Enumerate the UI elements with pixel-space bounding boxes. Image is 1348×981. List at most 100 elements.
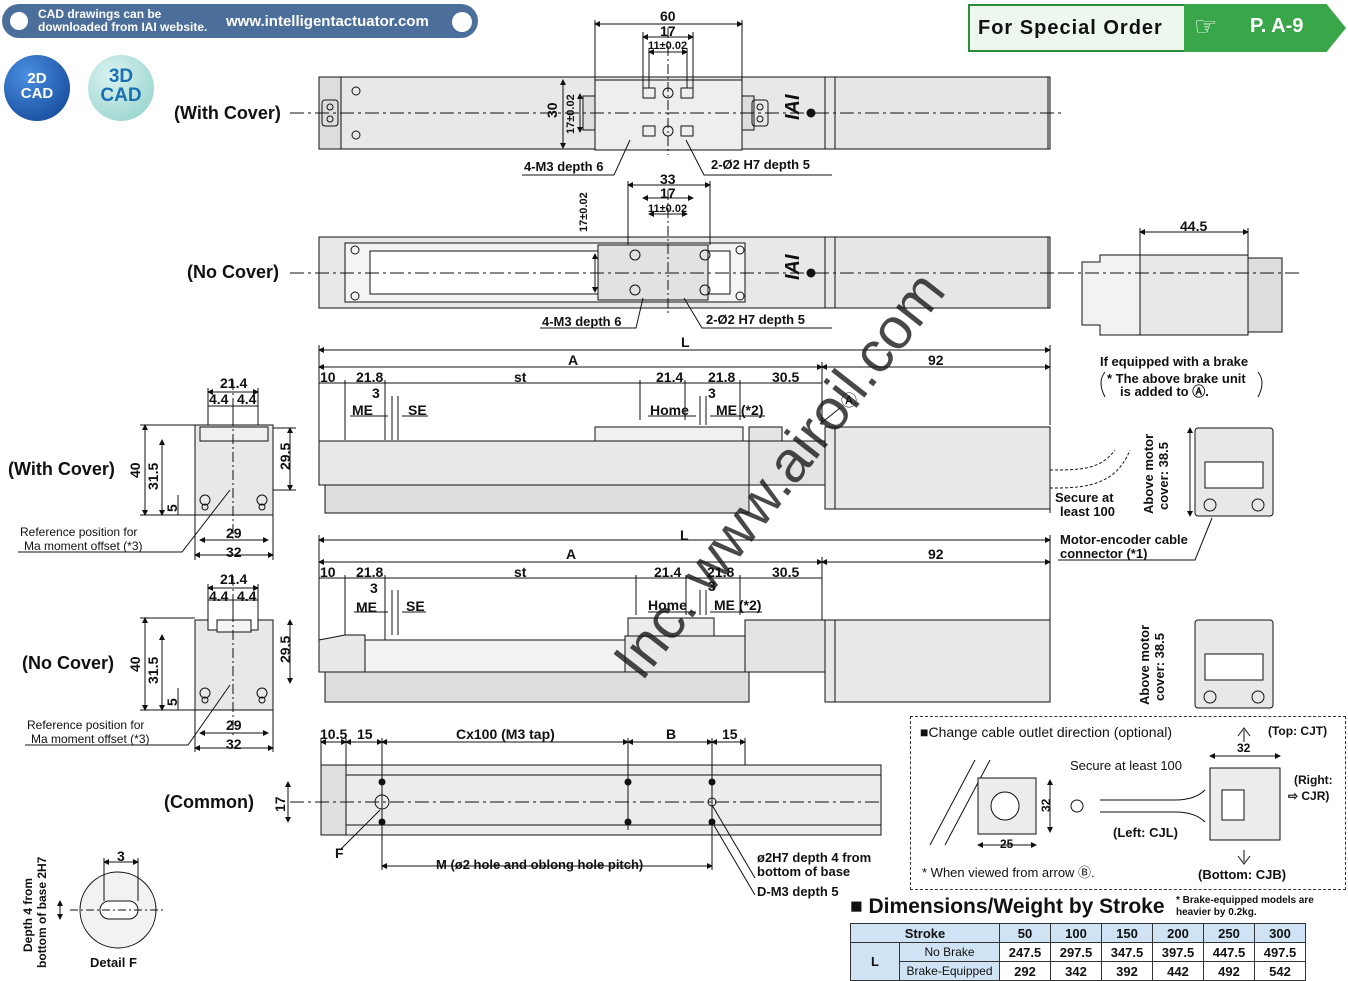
dim-4-4a-e2: 4.4	[209, 588, 229, 604]
dim-21-4-1: 21.4	[656, 369, 684, 385]
m-pitch-label: M (ø2 hole and oblong hole pitch)	[436, 857, 644, 872]
motor-end-view-2	[1194, 619, 1274, 709]
dim-L-2: L	[680, 527, 689, 543]
bottom-pin-1: ø2H7 depth 4 from	[757, 850, 872, 865]
ma-offset-2: Ma moment offset (*3)	[31, 732, 150, 746]
stroke-50: 50	[999, 923, 1051, 943]
detail-f-dim-3: 3	[117, 848, 125, 864]
stroke-300: 300	[1254, 923, 1306, 943]
se-1: SE	[408, 402, 427, 418]
brake-note-2: * The above brake unit	[1107, 371, 1246, 386]
dim-21-8b-2: 21.8	[707, 564, 735, 580]
cad-3d-button[interactable]: 3D CAD	[88, 55, 154, 121]
dim-10-2: 10	[320, 564, 336, 580]
dim-A-1: A	[568, 352, 579, 368]
banner-url[interactable]: www.intelligentactuator.com	[226, 13, 429, 30]
table-cell: 347.5	[1101, 942, 1153, 962]
dim-17-nc: 17	[660, 185, 676, 201]
dim-3b-2: 3	[708, 578, 716, 594]
detail-f-depth-1: Depth 4 from	[21, 877, 35, 952]
table-cell: 542	[1254, 961, 1306, 981]
banner-text: CAD drawings can be downloaded from IAI …	[38, 7, 208, 35]
me2-2: ME (*2)	[714, 597, 762, 613]
dim-21-4-e2: 21.4	[220, 571, 248, 587]
banner-right-dot	[452, 12, 472, 32]
cable-left: (Left: CJL)	[1113, 825, 1178, 840]
cable-right-1: (Right:	[1294, 773, 1333, 787]
special-order-ref: P. A-9	[1250, 15, 1304, 37]
ref-position-2: Reference position for	[27, 718, 145, 732]
dim-92-2: 92	[928, 546, 944, 562]
banner-text-line2: downloaded from IAI website.	[38, 20, 208, 35]
table-cell: 442	[1152, 961, 1204, 981]
cad-download-banner[interactable]: CAD drawings can be downloaded from IAI …	[2, 4, 478, 38]
dim-4-4a-e1: 4.4	[209, 391, 229, 407]
secure-2: least 100	[1060, 504, 1115, 519]
pin-hole-top: 2-Ø2 H7 depth 5	[711, 157, 810, 172]
motor-end-view-1	[1058, 427, 1274, 561]
table-cell: 397.5	[1152, 942, 1204, 962]
dim-21-4-2: 21.4	[654, 564, 682, 580]
connector-1: Motor-encoder cable	[1060, 532, 1188, 547]
table-cell: 447.5	[1203, 942, 1255, 962]
stroke-table: Stroke 50 100 150 200 250 300 L No Brake…	[850, 923, 1306, 981]
table-note: * Brake-equipped models are heavier by 0…	[1176, 895, 1314, 919]
label-no-cover-top: (No Cover)	[187, 262, 280, 282]
cable-top: (Top: CJT)	[1268, 724, 1328, 738]
dim-32-e1: 32	[226, 544, 242, 560]
cad2d-line1: 2D	[27, 70, 47, 87]
label-no-cover-end: (No Cover)	[22, 653, 115, 673]
dim-5-e2: 5	[164, 698, 180, 706]
cad-2d-button[interactable]: 2D CAD	[4, 55, 70, 121]
table-cell: 297.5	[1050, 942, 1102, 962]
dim-4-4b-e1: 4.4	[237, 391, 257, 407]
dim-29-5-e2: 29.5	[277, 635, 293, 663]
dim-29-e2: 29	[226, 717, 242, 733]
cad2d-line2: CAD	[20, 85, 54, 102]
iai-logo-1: IAI	[782, 94, 804, 120]
cable-dim-32b: 32	[1039, 798, 1053, 812]
table-cell: 342	[1050, 961, 1102, 981]
no-brake-label: No Brake	[899, 942, 1000, 962]
brake-note-1: If equipped with a brake	[1100, 354, 1249, 369]
m3-depth-top: 4-M3 depth 6	[524, 159, 604, 174]
dim-30-5-1: 30.5	[772, 369, 800, 385]
me-1: ME	[352, 402, 373, 418]
dim-15a: 15	[357, 726, 373, 742]
special-order-badge[interactable]: For Special Order P. A-9 ☞	[968, 4, 1346, 52]
detail-f-view	[57, 858, 166, 949]
side-view-with-cover	[318, 345, 1131, 514]
special-order-arrow[interactable]: P. A-9	[1184, 4, 1346, 52]
dim-17-vert-nc: 17±0.02	[578, 192, 590, 232]
cable-option-inset	[929, 727, 1281, 865]
detail-f-marker: F	[335, 845, 344, 861]
home-1: Home	[650, 402, 689, 418]
cable-dim-25: 25	[1000, 837, 1014, 851]
brake-note-3: is added to Ⓐ.	[1120, 384, 1209, 399]
table-cell: 247.5	[999, 942, 1051, 962]
table-note-2: heavier by 0.2kg.	[1176, 907, 1257, 918]
cad3d-line2: CAD	[100, 85, 142, 106]
pin-hole-nc: 2-Ø2 H7 depth 5	[706, 312, 805, 327]
dim-31-5-e2: 31.5	[145, 656, 161, 684]
bottom-pin-2: bottom of base	[757, 864, 851, 879]
dim-44-5: 44.5	[1180, 218, 1208, 234]
dim-29-5-e1: 29.5	[277, 442, 293, 470]
top-view-no-cover	[290, 181, 1065, 329]
dim-11-top: 11±0.02	[648, 40, 688, 52]
dim-30: 30	[544, 102, 560, 118]
stroke-150: 150	[1101, 923, 1153, 943]
dim-29-e1: 29	[226, 525, 242, 541]
table-cell: 392	[1101, 961, 1153, 981]
special-order-label: For Special Order	[978, 17, 1163, 39]
cover-38-5-2: cover: 38.5	[1152, 633, 1167, 701]
dim-B: B	[666, 726, 677, 742]
cable-option-box	[910, 716, 1346, 890]
banner-left-dot	[10, 12, 28, 30]
detail-f-title: Detail F	[90, 955, 137, 970]
dim-5-e1: 5	[164, 504, 180, 512]
dim-21-4-e1: 21.4	[220, 375, 248, 391]
top-view-with-cover	[290, 20, 1065, 176]
stroke-250: 250	[1203, 923, 1255, 943]
